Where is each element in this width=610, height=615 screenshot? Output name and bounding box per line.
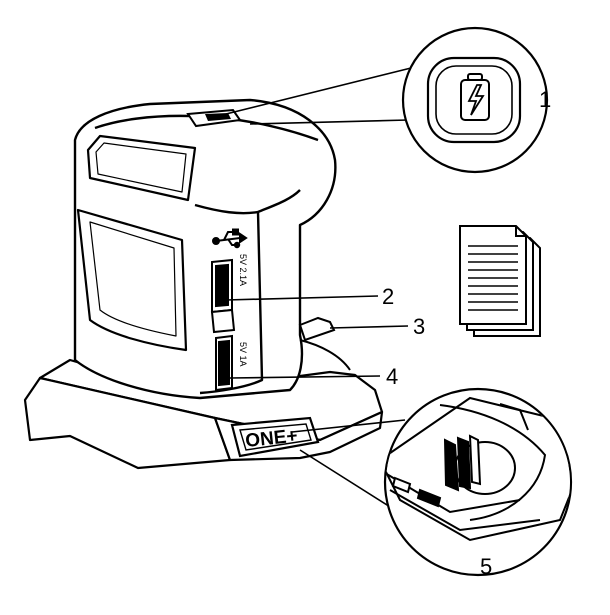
usb-ports [210,258,236,392]
callout-1: 1 [539,87,551,112]
callout-5: 5 [480,554,492,579]
side-hook [298,316,351,371]
port-label-lower: 5V 1A [238,342,248,367]
port-label-upper: 5V 2.1A [238,254,248,286]
callout-4: 4 [386,364,398,389]
document-stack-icon [459,225,541,337]
callout-3: 3 [413,314,425,339]
callout-2: 2 [382,284,394,309]
one-plus-badge: ONE+ [230,416,320,458]
zoom-detail-battery-slot [383,387,573,577]
device-body [73,98,337,400]
battery-charge-icon [460,73,490,121]
zoom-detail-charge [401,26,549,174]
usb-icon [212,228,248,249]
